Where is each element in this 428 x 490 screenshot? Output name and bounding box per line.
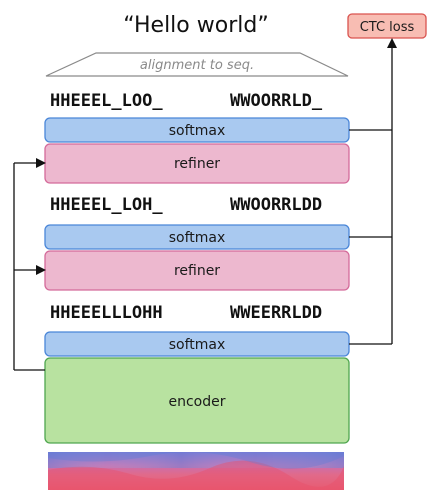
sequence-bottom-left: HHEEELLLOHH (50, 303, 163, 323)
loss-connectors (349, 38, 397, 345)
sequence-top-right: WWOORRLD_ (230, 91, 323, 111)
refiner-label-bottom: refiner (174, 263, 220, 279)
alignment-label: alignment to seq. (140, 58, 254, 73)
alignment-trapezoid (45, 52, 349, 77)
spectrogram-image (48, 452, 344, 490)
sequence-top-left: HHEEEL_LOO_ (50, 91, 163, 111)
refiner-feedback-lines (13, 158, 46, 371)
title-text: “Hello world” (123, 13, 268, 38)
softmax-label-top: softmax (169, 123, 226, 139)
softmax-label-bottom: softmax (169, 337, 226, 353)
encoder-block (44, 357, 350, 444)
encoder-label: encoder (168, 394, 225, 410)
softmax-label-middle: softmax (169, 230, 226, 246)
refiner-label-top: refiner (174, 156, 220, 172)
ctc-loss-label: CTC loss (360, 20, 415, 35)
sequence-middle-right: WWOORRLDD (230, 195, 322, 215)
sequence-middle-left: HHEEEL_LOH_ (50, 195, 163, 215)
sequence-bottom-right: WWEERRLDD (230, 303, 322, 323)
